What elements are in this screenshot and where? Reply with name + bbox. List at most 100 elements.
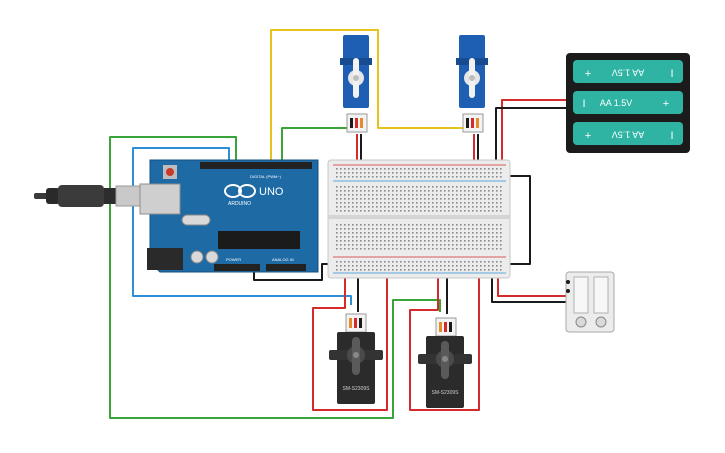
breadboard[interactable]: [327, 159, 511, 279]
blue-wire[interactable]: [132, 147, 352, 305]
breadboard-hole: [496, 261, 498, 263]
breadboard-hole: [336, 261, 338, 263]
breadboard-hole: [340, 194, 342, 196]
breadboard-hole: [424, 186, 426, 188]
arduino-uno[interactable]: UNO ARDUINO DIGITAL (PWM~) POWER ANALOG …: [139, 159, 319, 273]
breadboard-hole: [456, 236, 458, 238]
breadboard-hole: [372, 190, 374, 192]
breadboard-hole: [344, 198, 346, 200]
servo3-power-wire[interactable]: [312, 268, 388, 411]
breadboard-hole: [416, 168, 418, 170]
breadboard-hole: [400, 198, 402, 200]
breadboard-hole: [428, 168, 430, 170]
breadboard-hole: [412, 244, 414, 246]
breadboard-hole: [384, 210, 386, 212]
servo4-power-wire[interactable]: [409, 268, 480, 411]
breadboard-hole: [408, 269, 410, 271]
breadboard-hole: [408, 194, 410, 196]
breadboard-hole: [416, 244, 418, 246]
breadboard-hole: [476, 248, 478, 250]
breadboard-hole: [460, 248, 462, 250]
breadboard-hole: [452, 168, 454, 170]
servo-top-1[interactable]: [340, 35, 372, 133]
psu-black-wire[interactable]: [491, 268, 568, 303]
breadboard-hole: [480, 244, 482, 246]
breadboard-hole: [392, 228, 394, 230]
breadboard-hole: [468, 202, 470, 204]
breadboard-hole: [480, 194, 482, 196]
breadboard-hole: [488, 172, 490, 174]
breadboard-hole: [488, 240, 490, 242]
breadboard-hole: [356, 210, 358, 212]
breadboard-hole: [364, 206, 366, 208]
breadboard-hole: [352, 224, 354, 226]
breadboard-holes: [336, 168, 502, 271]
breadboard-hole: [424, 202, 426, 204]
breadboard-hole: [456, 194, 458, 196]
breadboard-hole: [404, 202, 406, 204]
breadboard-hole: [500, 198, 502, 200]
usb-cable[interactable]: [34, 185, 141, 207]
servo-bottom-1[interactable]: SM-S2309S: [329, 313, 383, 404]
breadboard-hole: [496, 194, 498, 196]
breadboard-hole: [376, 228, 378, 230]
breadboard-hole: [432, 224, 434, 226]
breadboard-hole: [452, 172, 454, 174]
breadboard-hole: [352, 248, 354, 250]
breadboard-hole: [448, 261, 450, 263]
battery-black-wire[interactable]: [495, 107, 568, 176]
breadboard-hole: [412, 269, 414, 271]
breadboard-hole: [380, 176, 382, 178]
svg-text:I: I: [670, 130, 673, 142]
power-supply-module[interactable]: [565, 271, 615, 333]
breadboard-hole: [452, 224, 454, 226]
breadboard-hole: [412, 168, 414, 170]
breadboard-hole: [348, 248, 350, 250]
breadboard-hole: [388, 176, 390, 178]
breadboard-hole: [376, 269, 378, 271]
breadboard-hole: [492, 190, 494, 192]
breadboard-hole: [348, 232, 350, 234]
breadboard-hole: [488, 236, 490, 238]
breadboard-hole: [484, 224, 486, 226]
breadboard-hole: [424, 261, 426, 263]
battery-red-wire[interactable]: [501, 99, 568, 168]
breadboard-hole: [360, 248, 362, 250]
breadboard-hole: [356, 244, 358, 246]
breadboard-hole: [340, 261, 342, 263]
breadboard-hole: [424, 244, 426, 246]
breadboard-hole: [420, 186, 422, 188]
breadboard-hole: [480, 198, 482, 200]
breadboard-hole: [436, 210, 438, 212]
breadboard-hole: [436, 228, 438, 230]
breadboard-hole: [424, 168, 426, 170]
breadboard-hole: [336, 240, 338, 242]
power-label: POWER: [226, 257, 241, 262]
breadboard-hole: [424, 248, 426, 250]
green-wire-top[interactable]: [281, 127, 349, 162]
breadboard-hole: [380, 265, 382, 267]
breadboard-hole: [340, 232, 342, 234]
breadboard-hole: [372, 240, 374, 242]
breadboard-hole: [384, 240, 386, 242]
breadboard-hole: [364, 194, 366, 196]
breadboard-hole: [388, 248, 390, 250]
breadboard-hole: [352, 194, 354, 196]
breadboard-hole: [440, 210, 442, 212]
breadboard-hole: [496, 210, 498, 212]
breadboard-hole: [464, 206, 466, 208]
breadboard-hole: [404, 228, 406, 230]
yellow-wire[interactable]: [270, 29, 466, 162]
battery-pack[interactable]: + I AA 1.5V I + AA 1.5V + I AA 1.5V: [566, 53, 690, 153]
green-wire-loop[interactable]: [109, 136, 441, 419]
breadboard-hole: [388, 269, 390, 271]
servo-top-2[interactable]: [456, 35, 488, 133]
breadboard-hole: [440, 198, 442, 200]
rail-black-jumper[interactable]: [505, 175, 531, 265]
breadboard-hole: [352, 176, 354, 178]
servo-bottom-2[interactable]: SM-S2309S: [418, 317, 472, 408]
breadboard-hole: [408, 172, 410, 174]
breadboard-hole: [420, 232, 422, 234]
arduino-ground-wire[interactable]: [253, 262, 338, 281]
breadboard-hole: [364, 224, 366, 226]
